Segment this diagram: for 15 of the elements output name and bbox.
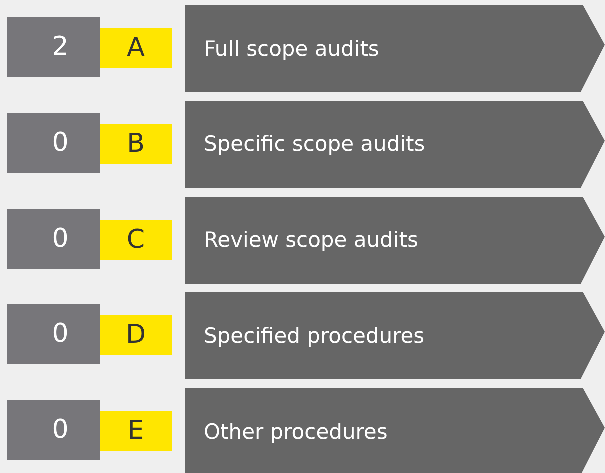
count-box: 0	[7, 208, 100, 269]
category-label: Specified procedures	[204, 324, 425, 348]
category-label: Other procedures	[204, 420, 388, 444]
count-box: 0	[7, 112, 100, 173]
letter-tag: A	[100, 28, 172, 68]
count-box: 0	[7, 400, 100, 460]
count-box: 0	[7, 304, 100, 364]
category-label: Review scope audits	[204, 228, 418, 252]
category-label: Full scope audits	[204, 36, 380, 60]
letter-tag: C	[100, 220, 172, 260]
letter-tag: E	[100, 411, 172, 452]
letter-tag: D	[100, 315, 172, 356]
count-box: 2	[7, 17, 100, 77]
category-label: Specific scope audits	[204, 132, 426, 156]
letter-tag: B	[100, 124, 172, 164]
